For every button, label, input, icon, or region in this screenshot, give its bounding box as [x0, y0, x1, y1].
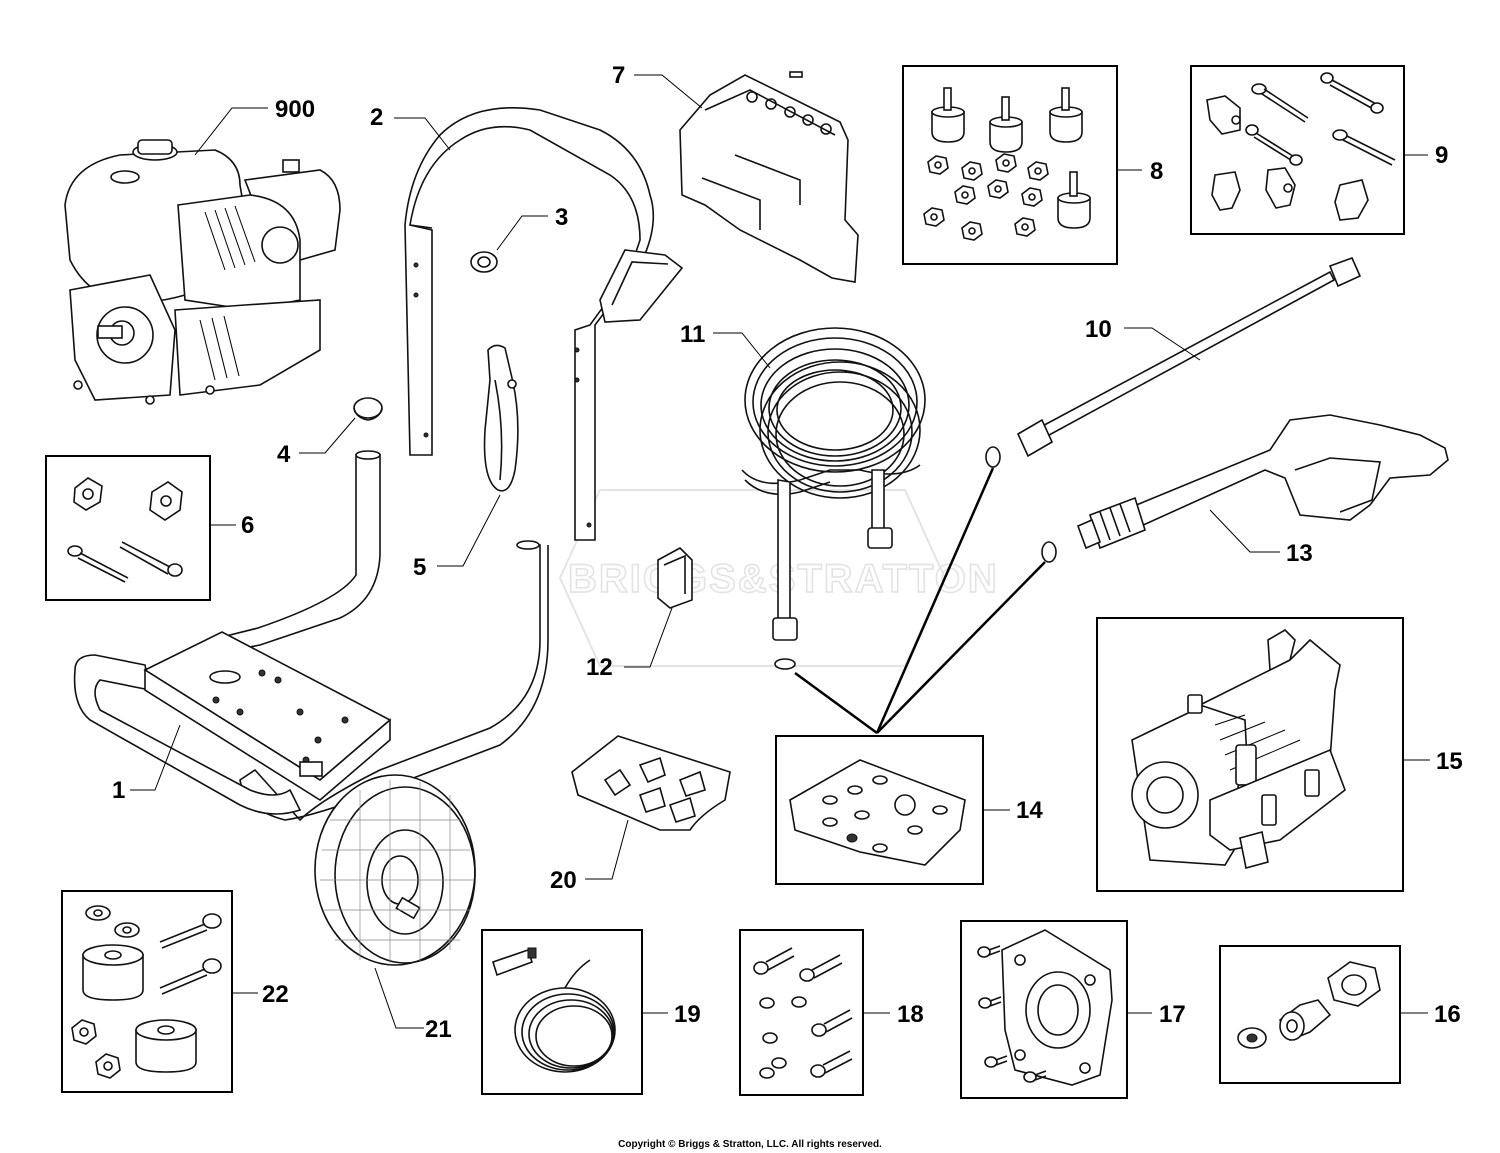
part-900-engine: [64, 139, 341, 405]
kit-box-15: [1096, 617, 1404, 892]
callout-9: 9: [1435, 142, 1448, 169]
part-15-pump: [1131, 628, 1346, 869]
leader-3: [496, 215, 548, 251]
leader-11: [713, 332, 771, 369]
part-21-wheel: [314, 774, 476, 966]
leader-10: [1124, 327, 1201, 361]
leader-7: [634, 74, 703, 109]
part-1-frame: [73, 450, 549, 822]
callout-3: 3: [555, 204, 568, 231]
part-7-panel: [679, 71, 859, 283]
callout-11: 11: [680, 321, 705, 348]
leader-4: [299, 417, 356, 454]
callout-900: 900: [275, 96, 315, 123]
callout-19: 19: [674, 1001, 701, 1028]
part-11-hose: [741, 327, 926, 670]
callout-13: 13: [1286, 540, 1313, 567]
callout-7: 7: [612, 62, 625, 89]
callout-4: 4: [277, 441, 291, 468]
callout-2: 2: [370, 104, 383, 131]
line-14-gun: [876, 561, 1046, 734]
part-10-wand: [985, 256, 1362, 468]
part-2-handle: [404, 107, 684, 541]
copyright-notice: Copyright © Briggs & Stratton, LLC. All …: [618, 1139, 882, 1150]
part-22-spacers-bolts: [71, 905, 222, 1079]
callout-12: 12: [586, 654, 613, 681]
kit-box-19: [481, 929, 643, 1095]
leader-13: [1209, 509, 1280, 553]
leader-21: [374, 967, 424, 1029]
callout-8: 8: [1150, 158, 1163, 185]
callout-6: 6: [241, 512, 254, 539]
callout-20: 20: [550, 867, 577, 894]
part-20-nozzles: [571, 735, 731, 831]
callout-22: 22: [262, 981, 289, 1008]
part-6-knobs-bolts: [67, 477, 183, 583]
kit-box-9: [1190, 65, 1405, 235]
callout-10: 10: [1085, 316, 1112, 343]
callout-16: 16: [1434, 1001, 1461, 1028]
part-14-oring-kit: [789, 759, 966, 866]
kit-box-6: [45, 455, 211, 601]
part-4-cap: [353, 397, 383, 421]
leader-12: [624, 607, 673, 668]
leader-5: [437, 494, 501, 567]
callout-14: 14: [1016, 797, 1043, 824]
part-5-strap: [483, 344, 519, 492]
kit-box-16: [1219, 945, 1401, 1084]
callout-15: 15: [1436, 748, 1463, 775]
part-9-bolts-clips: [1206, 72, 1396, 221]
callout-18: 18: [897, 1001, 924, 1028]
kit-box-22: [61, 890, 233, 1093]
part-18-screws-washers: [753, 947, 853, 1079]
callout-1: 1: [112, 777, 125, 804]
part-13-gun: [1041, 414, 1449, 563]
line-14-hose: [794, 671, 878, 735]
part-19-spring: [492, 947, 616, 1073]
part-3-grommet: [470, 251, 498, 273]
part-8-mounts-nuts: [923, 87, 1091, 241]
callout-17: 17: [1159, 1001, 1186, 1028]
kit-box-8: [902, 65, 1118, 265]
leader-900: [194, 107, 268, 156]
leader-1: [130, 724, 181, 791]
leader-20: [585, 819, 629, 880]
part-16-fittings: [1237, 961, 1381, 1049]
part-17-adapter-plate: [977, 929, 1113, 1086]
part-12-hook: [657, 547, 693, 609]
line-14-wand: [875, 467, 995, 734]
callout-5: 5: [413, 554, 426, 581]
callout-21: 21: [425, 1016, 452, 1043]
kit-box-17: [960, 920, 1128, 1099]
leader-2: [394, 117, 451, 151]
